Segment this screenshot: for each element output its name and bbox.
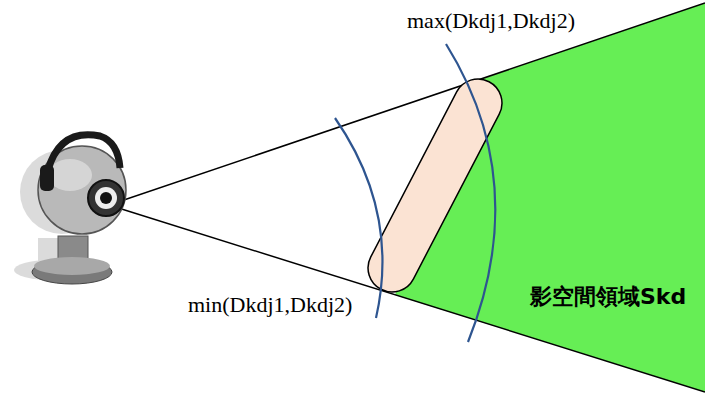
region-label: 影空間領域Skd — [528, 284, 688, 309]
view-line — [112, 3, 705, 204]
max-distance-label: max(Dkdj1,Dkdj2) — [405, 8, 577, 33]
min-distance-label: min(Dkdj1,Dkdj2) — [186, 292, 354, 317]
min-distance-arc — [335, 118, 382, 318]
webcam-icon — [32, 135, 126, 284]
max-distance-arc — [446, 44, 495, 342]
